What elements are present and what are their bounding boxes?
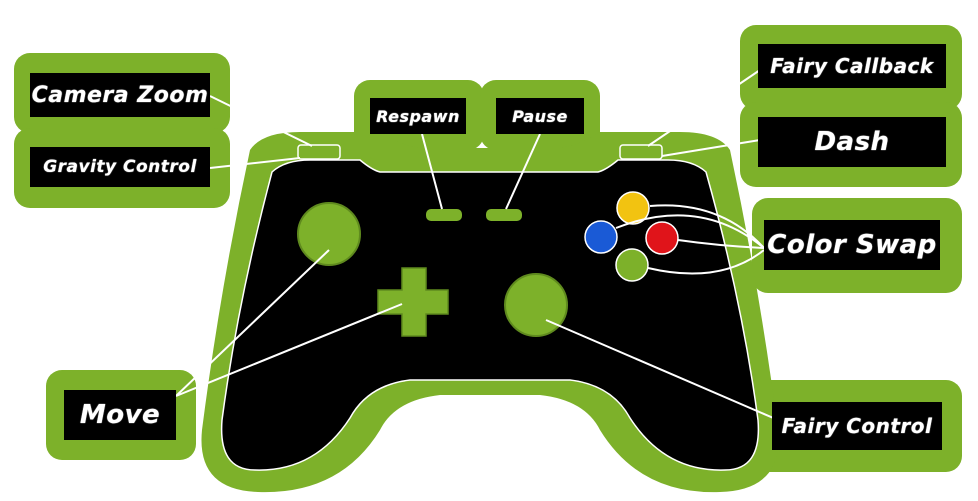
face-button-blue-icon: [584, 220, 618, 254]
label-pause: Pause: [496, 98, 584, 134]
label-respawn: Respawn: [370, 98, 466, 134]
label-camera-zoom: Camera Zoom: [30, 73, 210, 117]
left-analog-stick-icon: [297, 202, 361, 266]
dpad-icon: [377, 267, 449, 337]
line-fairy-callback: [647, 69, 761, 147]
face-button-red-icon: [645, 221, 679, 255]
pause-button-icon: [486, 209, 522, 221]
leader-lines: [175, 69, 779, 421]
line-pause: [505, 133, 541, 210]
label-dash: Dash: [758, 117, 946, 167]
line-color-swap-yellow: [649, 204, 765, 249]
line-camera-zoom: [209, 95, 313, 147]
line-color-swap-green: [647, 249, 765, 275]
face-button-yellow-icon: [616, 191, 650, 225]
respawn-button-icon: [426, 209, 462, 221]
right-shoulder-button: [619, 144, 663, 160]
label-fairy-control: Fairy Control: [772, 402, 942, 450]
line-move-b: [175, 303, 403, 397]
label-move: Move: [64, 390, 176, 440]
line-move-a: [175, 249, 330, 397]
line-color-swap-blue: [615, 214, 765, 249]
line-gravity-control: [209, 157, 301, 169]
label-fairy-callback: Fairy Callback: [758, 44, 946, 88]
left-shoulder-button: [297, 144, 341, 160]
line-respawn: [421, 133, 443, 210]
line-dash: [661, 139, 761, 157]
line-color-swap-red: [677, 239, 765, 249]
label-gravity-control: Gravity Control: [30, 147, 210, 187]
face-button-green-icon: [615, 248, 649, 282]
right-analog-stick-icon: [504, 273, 568, 337]
label-color-swap: Color Swap: [764, 220, 940, 270]
line-fairy-control: [545, 319, 779, 421]
